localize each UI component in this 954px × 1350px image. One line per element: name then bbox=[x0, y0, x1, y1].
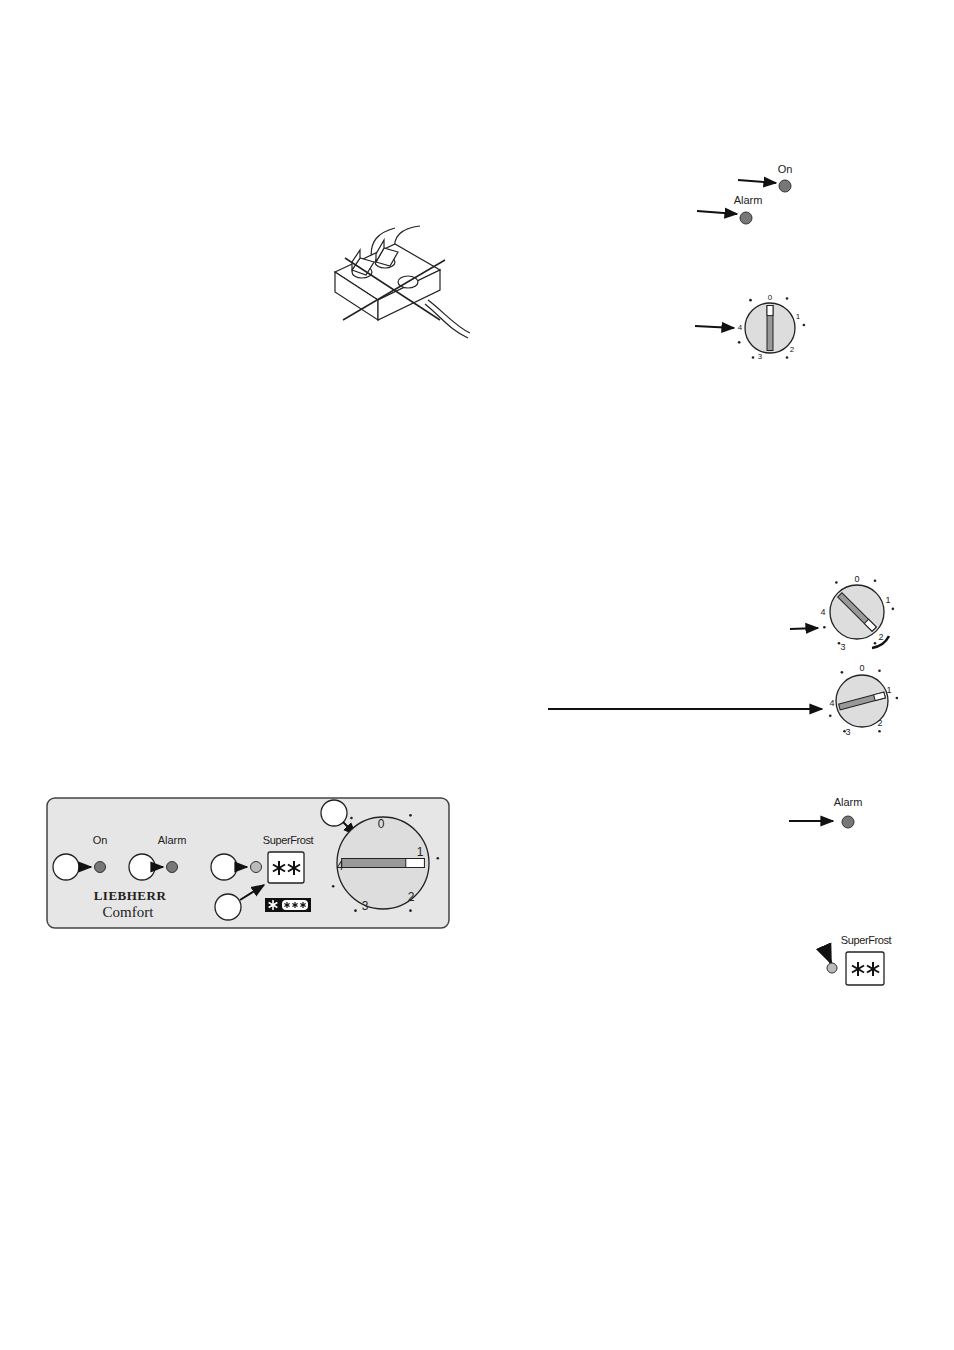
dial-number: 1 bbox=[885, 596, 890, 605]
dial-number: 2 bbox=[878, 633, 883, 642]
superfrost-button bbox=[825, 949, 884, 985]
dial-number: 4 bbox=[820, 608, 825, 617]
brand-name: Comfort bbox=[103, 905, 154, 920]
dial-number: 4 bbox=[829, 699, 834, 708]
dial-number: 0 bbox=[768, 294, 772, 302]
dial-number: 3 bbox=[840, 643, 845, 652]
control-panel bbox=[47, 798, 449, 928]
dial-number: 4 bbox=[337, 860, 344, 872]
dial-number: 3 bbox=[845, 728, 850, 737]
pointer-arrows bbox=[548, 326, 889, 821]
indicator-label: Alarm bbox=[158, 835, 187, 846]
indicator-label: Alarm bbox=[734, 195, 763, 206]
dial-number: 1 bbox=[796, 313, 800, 321]
dial-number: 1 bbox=[417, 846, 424, 858]
dial-number: 0 bbox=[854, 575, 859, 584]
dial-number: 1 bbox=[886, 686, 891, 695]
dial-number: 3 bbox=[758, 353, 762, 361]
dial-number: 0 bbox=[378, 818, 385, 830]
indicator-label: Alarm bbox=[834, 797, 863, 808]
indicator-label: SuperFrost bbox=[263, 835, 313, 846]
indicator-label: On bbox=[778, 164, 793, 175]
power-strip bbox=[335, 226, 470, 338]
dial-number: 3 bbox=[362, 900, 369, 912]
dial-number: 4 bbox=[738, 324, 742, 332]
thermostat-dials bbox=[332, 297, 898, 912]
indicator-label: SuperFrost bbox=[841, 935, 891, 946]
control-panel: On Alarm SuperFrost 0 1 4LIEBHERR Comfort 3 2 bbox=[47, 798, 449, 928]
dial-number: 2 bbox=[790, 346, 794, 354]
indicator-leds bbox=[697, 180, 791, 224]
alarm-led bbox=[842, 816, 854, 828]
dial-number: 2 bbox=[408, 891, 415, 903]
brand-name: LIEBHERR bbox=[94, 889, 167, 902]
dial-number: 0 bbox=[859, 664, 864, 673]
indicator-label: On bbox=[93, 835, 108, 846]
dial-number: 2 bbox=[877, 719, 882, 728]
